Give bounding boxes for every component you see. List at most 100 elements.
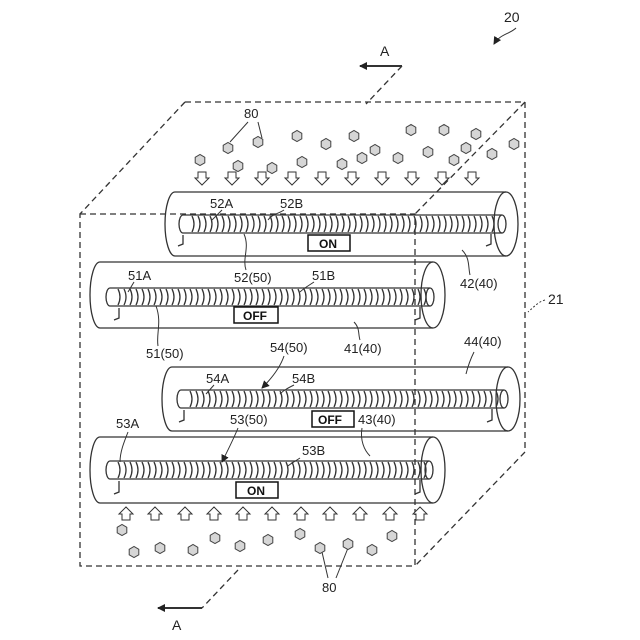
flow-arrow-icon	[323, 507, 337, 520]
particle-icon	[449, 155, 459, 166]
particle-icon	[343, 539, 353, 550]
flow-arrow-icon	[294, 507, 308, 520]
particle-icon	[487, 149, 497, 160]
particle-icon	[267, 163, 277, 174]
lead-wire	[114, 481, 119, 494]
tube-label: 41(40)	[344, 341, 382, 356]
flow-arrow-icon	[225, 172, 239, 185]
particle-icon	[263, 535, 273, 546]
flow-arrow-icon	[345, 172, 359, 185]
electrode-label: 53(50)	[230, 412, 268, 427]
electrode-end-b-label: 52B	[280, 196, 303, 211]
lead-wire	[178, 235, 183, 246]
housing-box	[80, 102, 525, 566]
electrode-end-b-label: 51B	[312, 268, 335, 283]
particle-icon	[337, 159, 347, 170]
housing-label: 21	[548, 291, 564, 307]
particle-icon	[423, 147, 433, 158]
particle-icon	[292, 131, 302, 142]
flow-arrow-icon	[375, 172, 389, 185]
particle-icon	[357, 153, 367, 164]
flow-arrow-icon	[265, 507, 279, 520]
particle-icon	[297, 157, 307, 168]
flow-arrow-icon	[285, 172, 299, 185]
particle-icon	[117, 525, 127, 536]
lead-wire	[415, 480, 420, 494]
particle-icon	[461, 143, 471, 154]
section-label-top: A	[380, 43, 390, 59]
flow-arrow-icon	[207, 507, 221, 520]
electrode-end-a-label: 52A	[210, 196, 233, 211]
particle-icon	[349, 131, 359, 142]
lead-wire	[487, 409, 492, 422]
flow-arrows-top	[195, 172, 479, 185]
electrode-coil	[192, 216, 494, 232]
electrode-label: 54(50)	[270, 340, 308, 355]
section-line	[158, 66, 402, 608]
flow-arrow-icon	[383, 507, 397, 520]
particle-label-bottom: 80	[322, 580, 336, 595]
lead-wire	[179, 410, 184, 422]
figure-number: 20	[504, 9, 520, 25]
particle-icon	[129, 547, 139, 558]
electrode-coil	[118, 462, 426, 478]
flow-arrow-icon	[119, 507, 133, 520]
particle-icon	[387, 531, 397, 542]
flow-arrow-icon	[465, 172, 479, 185]
tube-label: 43(40)	[358, 412, 396, 427]
electrode-label: 51(50)	[146, 346, 184, 361]
housing-leader	[528, 300, 545, 312]
particle-icon	[315, 543, 325, 554]
particle-icon	[471, 129, 481, 140]
electrode-coil	[118, 289, 426, 305]
particle-icon	[509, 139, 519, 150]
electrode-end-a-label: 54A	[206, 371, 229, 386]
particle-label-top: 80	[244, 106, 258, 121]
particle-icon	[195, 155, 205, 166]
tube-43: ON 53A 53B 53(50) 43(40)	[90, 412, 445, 503]
particle-icon	[155, 543, 165, 554]
electrode-end-a-label: 53A	[116, 416, 139, 431]
section-label-bottom: A	[172, 617, 182, 633]
status-badge-text: ON	[247, 484, 265, 498]
particle-icon	[235, 541, 245, 552]
status-badge-text: OFF	[243, 309, 267, 323]
particle-leader-top-1	[230, 122, 248, 142]
figure-number-leader	[494, 28, 516, 44]
particle-icon	[393, 153, 403, 164]
particle-icon	[233, 161, 243, 172]
flow-arrow-icon	[353, 507, 367, 520]
flow-arrow-icon	[405, 172, 419, 185]
flow-arrow-icon	[255, 172, 269, 185]
particle-icon	[406, 125, 416, 136]
electrode-label: 52(50)	[234, 270, 272, 285]
status-badge-text: OFF	[318, 413, 342, 427]
tube-44: OFF 54A 54B 54(50) 44(40)	[162, 334, 520, 431]
particle-leader-bottom-1	[322, 552, 328, 578]
lead-wire	[486, 234, 491, 246]
particle-icon	[210, 533, 220, 544]
particle-icon	[295, 529, 305, 540]
electrode-coil	[190, 391, 498, 407]
tube-label: 44(40)	[464, 334, 502, 349]
particle-icon	[223, 143, 233, 154]
particle-icon	[253, 137, 263, 148]
electrode-end-b-label: 54B	[292, 371, 315, 386]
flow-arrow-icon	[178, 507, 192, 520]
tube-end-cap	[421, 262, 445, 328]
tube-label: 42(40)	[460, 276, 498, 291]
electrode-end-cap	[500, 390, 508, 408]
lead-wire	[415, 307, 420, 320]
particle-icon	[321, 139, 331, 150]
particles-top	[195, 125, 519, 174]
flow-arrow-icon	[236, 507, 250, 520]
electrode-end-cap	[426, 288, 434, 306]
flow-arrows-bottom	[119, 507, 427, 520]
flow-arrow-icon	[148, 507, 162, 520]
lead-wire	[114, 308, 119, 320]
particle-icon	[370, 145, 380, 156]
particle-icon	[367, 545, 377, 556]
status-badge-text: ON	[319, 237, 337, 251]
flow-arrow-icon	[315, 172, 329, 185]
